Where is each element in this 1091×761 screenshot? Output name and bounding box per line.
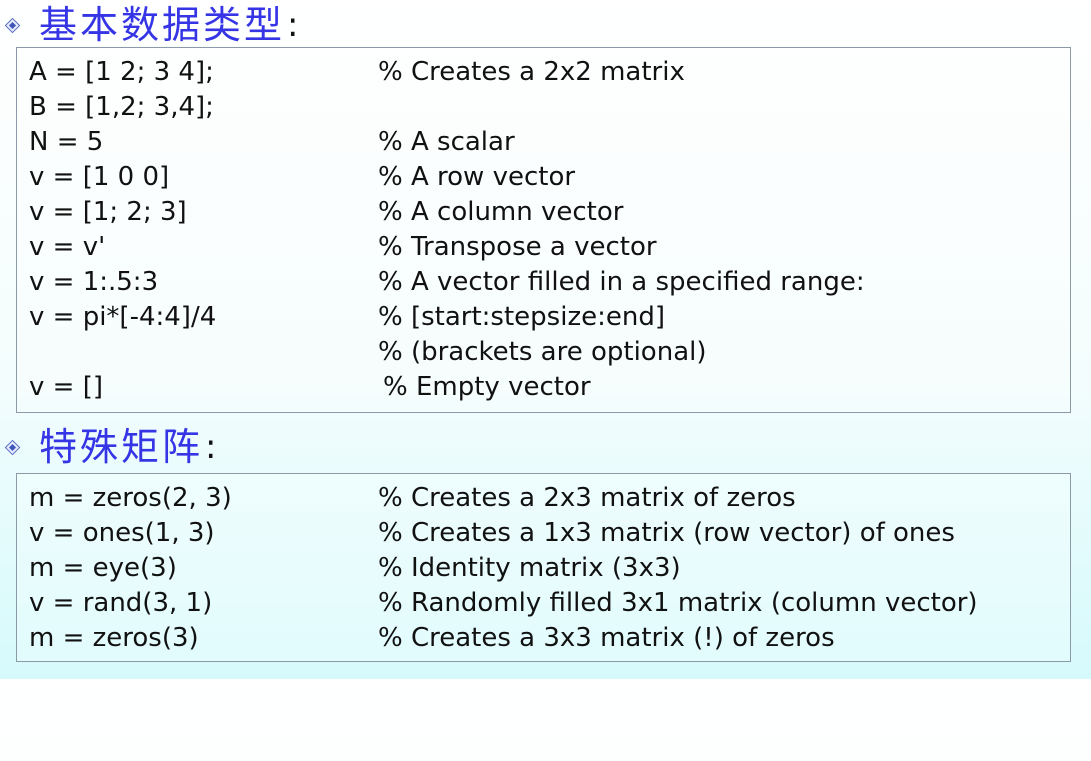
section-heading-basic-types: 基本数据类型 : xyxy=(6,2,298,48)
code-text: v = v' xyxy=(29,232,106,262)
code-box-basic-types: A = [1 2; 3 4]; % Creates a 2x2 matrix B… xyxy=(16,47,1071,413)
code-line: m = zeros(3) % Creates a 3x3 matrix (!) … xyxy=(29,621,835,656)
code-line: v = rand(3, 1) % Randomly filled 3x1 mat… xyxy=(29,586,978,621)
code-comment: % Randomly filled 3x1 matrix (column vec… xyxy=(378,588,978,618)
code-text: v = rand(3, 1) xyxy=(29,588,213,618)
code-line: v = pi*[-4:4]/4 % [start:stepsize:end] xyxy=(29,300,665,335)
code-comment: % Identity matrix (3x3) xyxy=(378,553,681,583)
code-text: m = eye(3) xyxy=(29,553,177,583)
code-text: m = zeros(2, 3) xyxy=(29,483,232,513)
code-line: v = v' % Transpose a vector xyxy=(29,230,657,265)
code-text: N = 5 xyxy=(29,127,104,157)
code-comment: % [start:stepsize:end] xyxy=(378,302,665,332)
code-comment: % Creates a 3x3 matrix (!) of zeros xyxy=(378,623,835,653)
section-heading-special-matrices: 特殊矩阵 : xyxy=(6,424,216,470)
code-line: B = [1,2; 3,4]; xyxy=(29,90,214,125)
code-text: B = [1,2; 3,4]; xyxy=(29,92,214,122)
code-comment: % Creates a 1x3 matrix (row vector) of o… xyxy=(378,518,955,548)
section-title: 特殊矩阵 xyxy=(39,425,204,469)
code-comment: % Creates a 2x2 matrix xyxy=(378,57,685,87)
code-comment: % A column vector xyxy=(378,197,624,227)
code-line: N = 5 % A scalar xyxy=(29,125,515,160)
code-line: A = [1 2; 3 4]; % Creates a 2x2 matrix xyxy=(29,55,685,90)
code-text: v = [1; 2; 3] xyxy=(29,197,187,227)
code-text: m = zeros(3) xyxy=(29,623,199,653)
code-line: v = [1 0 0] % A row vector xyxy=(29,160,575,195)
code-text: A = [1 2; 3 4]; xyxy=(29,57,214,87)
code-comment: % A vector filled in a specified range: xyxy=(378,267,865,297)
code-text: v = [1 0 0] xyxy=(29,162,170,192)
code-comment: % A row vector xyxy=(378,162,576,192)
code-comment: % Empty vector xyxy=(383,372,591,402)
code-comment: % A scalar xyxy=(378,127,515,157)
diamond-bullet-icon xyxy=(6,441,19,454)
code-comment: % Creates a 2x3 matrix of zeros xyxy=(378,483,796,513)
code-comment: % (brackets are optional) xyxy=(378,337,707,367)
code-line: v = ones(1, 3) % Creates a 1x3 matrix (r… xyxy=(29,516,955,551)
code-comment: % Transpose a vector xyxy=(378,232,657,262)
code-text: v = [] xyxy=(29,372,103,402)
code-line: m = zeros(2, 3) % Creates a 2x3 matrix o… xyxy=(29,481,796,516)
section-title: 基本数据类型 xyxy=(39,3,286,47)
code-text: v = 1:.5:3 xyxy=(29,267,159,297)
code-line: v = [1; 2; 3] % A column vector xyxy=(29,195,623,230)
code-line: v = 1:.5:3 % A vector filled in a specif… xyxy=(29,265,865,300)
section-title-colon: : xyxy=(287,5,299,45)
code-text: v = pi*[-4:4]/4 xyxy=(29,302,217,332)
code-line: v = [] % Empty vector xyxy=(29,370,591,405)
section-title-colon: : xyxy=(205,427,217,467)
code-line: m = eye(3) % Identity matrix (3x3) xyxy=(29,551,681,586)
code-text: v = ones(1, 3) xyxy=(29,518,215,548)
code-line: % (brackets are optional) xyxy=(29,335,707,370)
diamond-bullet-icon xyxy=(6,19,19,32)
code-box-special-matrices: m = zeros(2, 3) % Creates a 2x3 matrix o… xyxy=(16,473,1071,662)
